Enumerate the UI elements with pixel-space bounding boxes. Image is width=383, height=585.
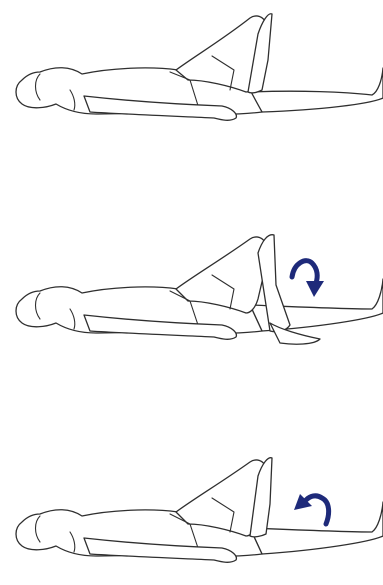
- exercise-step-2: [0, 205, 383, 355]
- figure-step-1: [0, 0, 383, 150]
- figure-step-3: [0, 432, 383, 582]
- exercise-step-1: [0, 0, 383, 150]
- curved-arrow-up-icon: [294, 494, 329, 524]
- figure-step-2: [0, 205, 383, 355]
- curved-arrow-down-icon: [292, 261, 324, 297]
- exercise-step-3: [0, 432, 383, 582]
